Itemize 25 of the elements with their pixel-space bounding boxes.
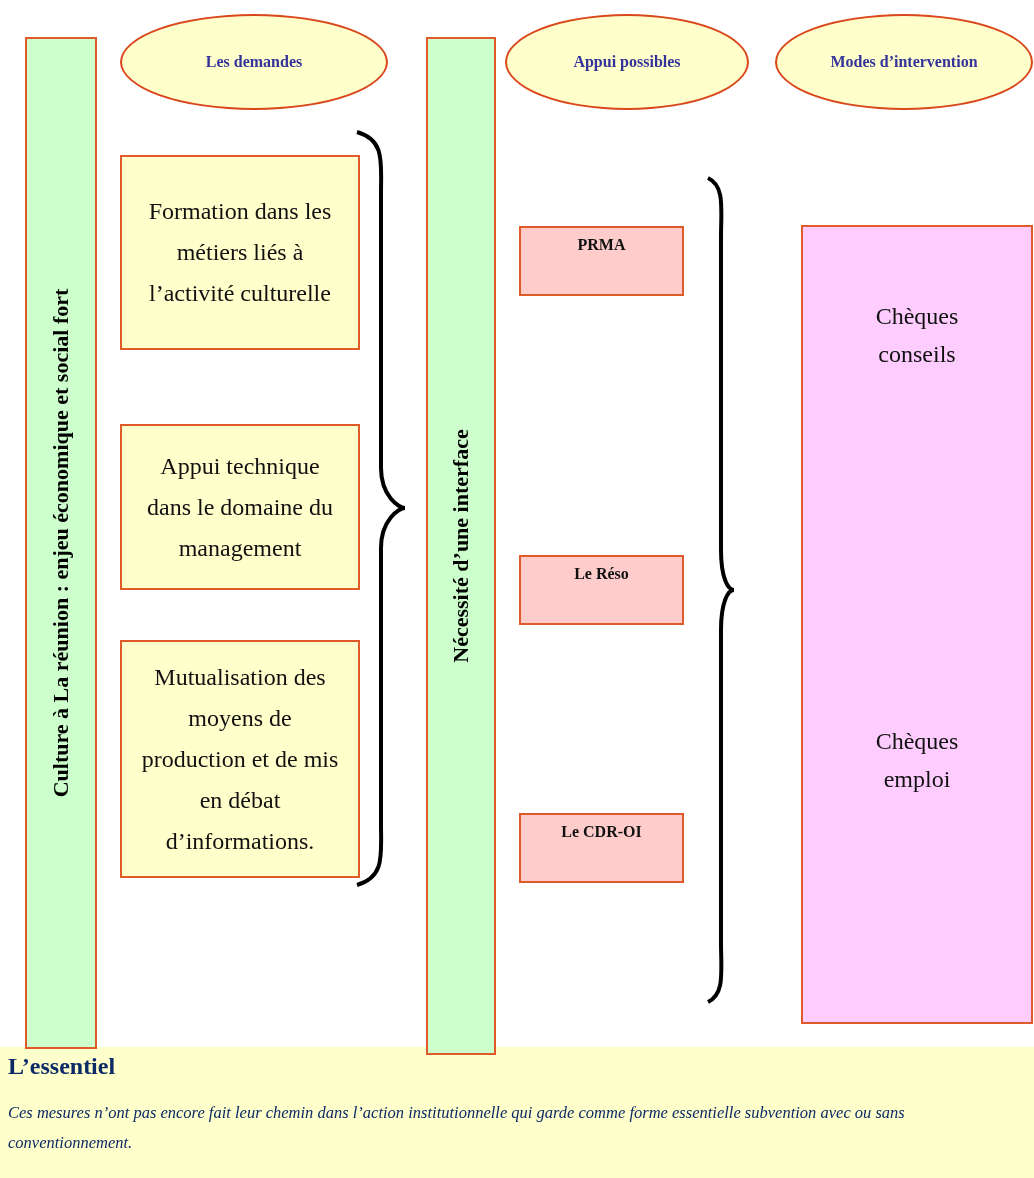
support-label: Le CDR-OI [561,823,642,841]
support-box [519,555,684,625]
support-label: Le Réso [574,565,629,583]
vertical-bar [25,37,97,1049]
vertical-label: Culture à La réunion : enjeu économique et social fort [48,288,74,798]
intervention-label: Chèques emploi [874,727,960,794]
vertical-bar [426,37,496,1055]
demand-text: Mutualisation des moyens de production et de mis en débat d’informations. [140,662,340,856]
support-box [519,226,684,296]
demand-text: Appui technique dans le domaine du management [146,451,334,563]
header-label: Les demandes [205,52,303,72]
intervention-label: Chèques conseils [874,302,960,369]
support-box [519,813,684,883]
intervention-panel [801,225,1033,1024]
demand-box [120,640,360,878]
summary-text: Ces mesures n’ont pas encore fait leur chemin dans l’action institutionnelle qui garde comme forme essentielle subvention avec ou sans conventionnement. [8,1102,906,1154]
demand-box [120,155,360,350]
summary-heading: L’essentiel [8,1053,116,1080]
summary-band [0,1047,1034,1178]
support-label: PRMA [577,236,626,254]
demand-text: Formation dans les métiers liés à l’activité culturelle [147,197,333,308]
header-label: Modes d’intervention [830,52,978,72]
header-label: Appui possibles [573,52,681,73]
demand-box [120,424,360,590]
vertical-label: Nécessité d’une interface [448,429,474,663]
